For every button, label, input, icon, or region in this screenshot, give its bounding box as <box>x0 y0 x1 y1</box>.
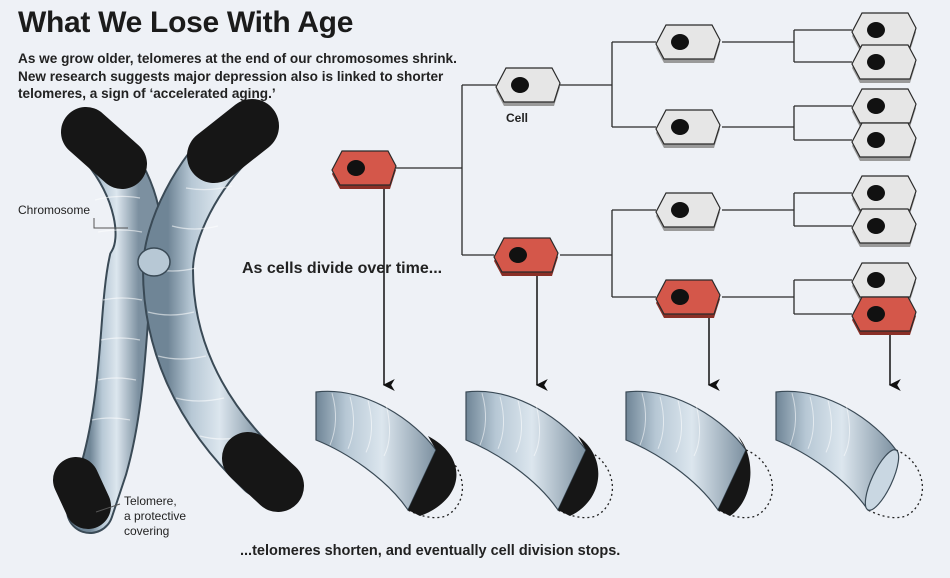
telomere-stage-4 <box>775 390 924 519</box>
healthy-cell <box>495 67 561 106</box>
healthy-cell <box>851 88 917 127</box>
chromosome-telomeres <box>53 99 304 529</box>
nucleus <box>671 34 689 50</box>
aging-cell <box>851 296 917 335</box>
healthy-cell <box>851 44 917 83</box>
chromosome-arm-back <box>66 124 163 534</box>
healthy-cell <box>655 109 721 148</box>
division-caption: As cells divide over time... <box>242 260 443 277</box>
telomere-cap <box>408 436 457 516</box>
healthy-cell <box>851 175 917 214</box>
telomere-stage-2 <box>465 390 614 519</box>
nucleus <box>867 306 885 322</box>
aging-cell <box>655 279 721 318</box>
nucleus <box>867 218 885 234</box>
nucleus <box>671 202 689 218</box>
nucleus <box>671 119 689 135</box>
division-connectors <box>396 29 852 315</box>
nucleus <box>867 272 885 288</box>
chromosome-bands <box>91 185 247 440</box>
chromosome-leader-line <box>93 218 128 229</box>
healthy-cell <box>851 208 917 247</box>
nucleus <box>511 77 529 93</box>
telomere-cap <box>718 436 751 516</box>
telomere-stage-1 <box>315 390 464 519</box>
subtitle: As we grow older, telomeres at the end o… <box>18 51 457 101</box>
nucleus <box>509 247 527 263</box>
telomere-stages <box>315 390 924 519</box>
chromosome-label: Chromosome <box>18 203 91 217</box>
telomere-cap <box>558 436 599 516</box>
chromosome-arm-front <box>141 112 288 498</box>
cell-tree <box>331 12 917 335</box>
nucleus <box>671 289 689 305</box>
nucleus <box>347 160 365 176</box>
healthy-cell <box>655 24 721 63</box>
telomere-stage-3 <box>625 390 774 519</box>
centromere <box>137 247 171 277</box>
healthy-cell <box>655 192 721 231</box>
telomere-label: Telomere, a protective covering <box>124 494 187 538</box>
nucleus <box>867 54 885 70</box>
healthy-cell <box>851 12 917 51</box>
page-title: What We Lose With Age <box>18 6 354 39</box>
aging-cell <box>493 237 559 276</box>
nucleus <box>867 98 885 114</box>
shorten-caption: ...telomeres shorten, and eventually cel… <box>240 543 621 559</box>
exposed-end <box>864 449 900 511</box>
down-arrows <box>382 188 901 391</box>
telomere-leader-line <box>95 503 121 513</box>
nucleus <box>867 22 885 38</box>
aging-cell <box>331 150 397 189</box>
nucleus <box>867 132 885 148</box>
cell-label: Cell <box>506 111 529 125</box>
healthy-cell <box>851 262 917 301</box>
nucleus <box>867 185 885 201</box>
chromosome <box>53 99 304 534</box>
healthy-cell <box>851 122 917 161</box>
